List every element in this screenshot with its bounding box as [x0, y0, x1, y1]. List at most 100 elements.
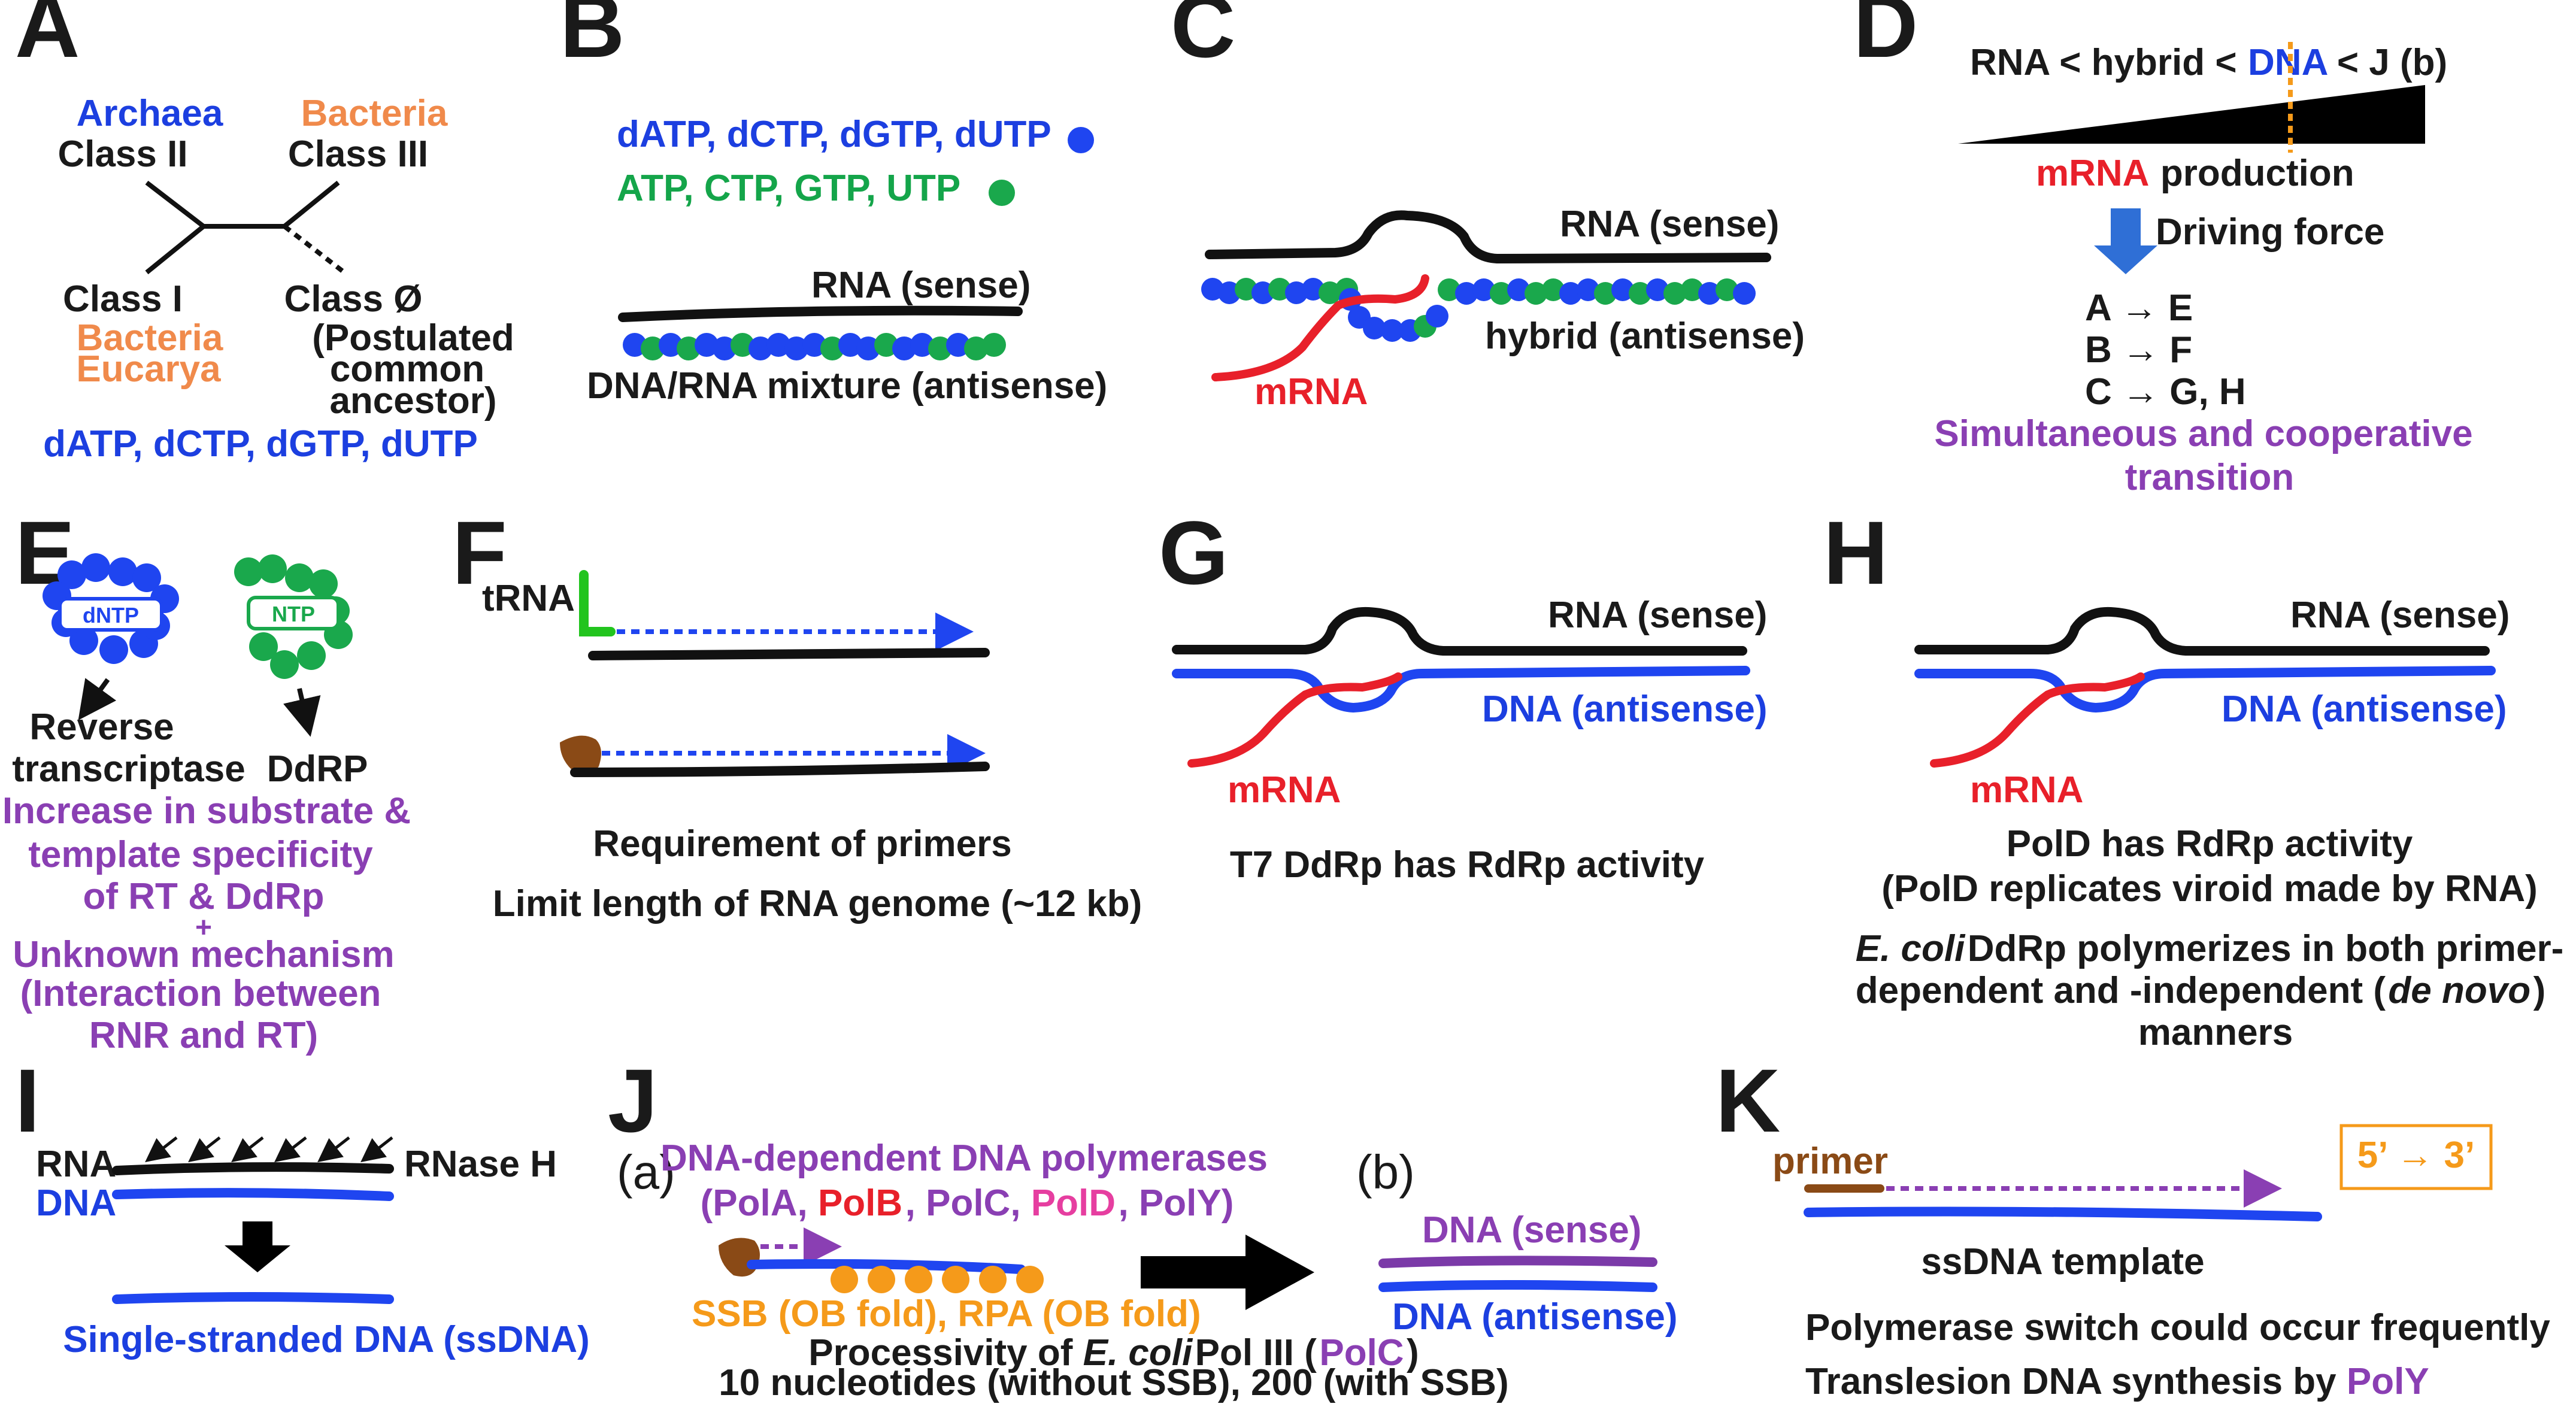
- panel-k: K primer 5’ → 3’ ssDNA template Polymera…: [1716, 1050, 2550, 1402]
- ribonucleotide-dot: [928, 336, 952, 360]
- panel-label-g: G: [1159, 502, 1229, 603]
- mixed-nucleotide-strand: [623, 333, 1006, 360]
- primer-requirement: Requirement of primers: [593, 823, 1011, 865]
- template-strand-f1: [588, 648, 990, 660]
- panel-label-c: C: [1171, 0, 1235, 76]
- e-line-6: RNR and RT): [89, 1015, 318, 1056]
- rt-line-2: transcriptase: [12, 748, 245, 790]
- ssb-protein-dot: [1016, 1266, 1044, 1293]
- panel-d: D RNA < hybrid < DNA < J (b) mRNA produc…: [1853, 0, 2473, 498]
- ntp-molecule-dot: [270, 650, 299, 679]
- rna-sense-label-c: RNA (sense): [1560, 204, 1779, 245]
- transition-3: C → G, H: [2085, 371, 2246, 413]
- panel-f: F tRNA Requirement of primers Limit leng…: [452, 502, 1142, 924]
- ribonucleotide-dot: [641, 336, 665, 360]
- e-line-plus: +: [195, 912, 212, 944]
- ntp-molecule-dot: [234, 557, 263, 586]
- dntp-molecule-dot: [132, 563, 161, 592]
- deoxynucleotide-dot: [802, 333, 826, 357]
- arrow-to-rt: [78, 678, 117, 720]
- summary-line-1: Simultaneous and cooperative: [1934, 413, 2472, 454]
- deoxynucleotide-dot: [748, 336, 772, 360]
- ssdna-template-strand: [1804, 1206, 2322, 1221]
- panel-label-a: A: [15, 0, 80, 76]
- panel-label-h: H: [1823, 502, 1888, 603]
- substrates-label-a: dATP, dCTP, dGTP, dUTP: [43, 423, 478, 465]
- rna-sense-label-g: RNA (sense): [1548, 595, 1767, 636]
- panel-label-d: D: [1853, 0, 1918, 76]
- de-novo-italic: de novo: [2388, 970, 2530, 1011]
- processivity-polc: PolC: [1319, 1332, 1404, 1374]
- mrna-label-g: mRNA: [1228, 769, 1341, 811]
- deoxynucleotide-dot: [1577, 278, 1599, 301]
- pol-list-open: (PolA,: [701, 1183, 818, 1224]
- class-ii-label: Class II: [57, 134, 187, 175]
- dntp-list: dATP, dCTP, dGTP, dUTP: [617, 114, 1051, 155]
- dntp-molecule-dot: [99, 635, 128, 664]
- mrna-label-h: mRNA: [1970, 769, 2083, 811]
- mrna-strand-h: [1930, 672, 2145, 768]
- primer-label: primer: [1772, 1141, 1888, 1182]
- primer-blob-j: [719, 1238, 760, 1277]
- ribonucleotide-dot: [964, 336, 988, 360]
- polymerase-family-title: DNA-dependent DNA polymerases: [660, 1138, 1268, 1179]
- panel-label-b: B: [560, 0, 625, 76]
- dntp-box: [58, 597, 163, 632]
- deoxynucleotide-dot: [1381, 319, 1404, 342]
- primer-dependence-a: dependent and -independent (: [1856, 970, 2386, 1011]
- ssdna-strand: [112, 1292, 394, 1304]
- ssb-proteins: [831, 1266, 1044, 1293]
- mrna-label-c: mRNA: [1254, 371, 1368, 413]
- panel-label-j: J: [608, 1050, 657, 1151]
- template-label: ssDNA template: [1921, 1241, 2204, 1282]
- trna-primer: [579, 570, 616, 636]
- ecoli-ddrp-text: DdRp polymerizes in both primer-: [1968, 928, 2564, 969]
- production-word: production: [2160, 153, 2354, 194]
- rnase-cut-arrow: [231, 1136, 264, 1163]
- switch-line: Polymerase switch could occur frequently: [1805, 1307, 2550, 1348]
- ribonucleotide-dot: [1629, 282, 1651, 305]
- deoxynucleotide-dot: [1646, 278, 1669, 301]
- hybrid-nucleotide-strand: [1201, 278, 1756, 342]
- bacteria-bottom-label: Bacteria: [77, 317, 223, 359]
- processivity-a: Processivity of: [808, 1332, 1083, 1374]
- mrna-strand-c: [1211, 274, 1429, 381]
- transition-2: B → F: [2085, 329, 2192, 371]
- primer-dependence-b: ): [2533, 970, 2546, 1011]
- driving-force-wedge: [1958, 85, 2425, 144]
- phylogenetic-tree: [145, 180, 346, 275]
- dna-antisense-label-j: DNA (antisense): [1392, 1296, 1678, 1338]
- transition-arrow-j: [1141, 1235, 1314, 1310]
- deoxynucleotide-dot: [856, 336, 880, 360]
- ssb-label: SSB (OB fold), RPA (OB fold): [692, 1293, 1201, 1335]
- e-line-3: of RT & DdRp: [83, 876, 325, 917]
- dna-sense-strand: [1378, 1256, 1657, 1268]
- panel-c: C RNA (sense) hybrid (antisense) mRNA: [1171, 0, 1805, 413]
- ribonucleotide-dot: [1490, 282, 1513, 305]
- archaea-label: Archaea: [77, 93, 223, 134]
- rnase-cut-arrow: [317, 1136, 350, 1163]
- postulated-line-3: ancestor): [329, 380, 496, 422]
- pold-label: PolD: [1031, 1183, 1116, 1224]
- panel-label-k: K: [1716, 1050, 1780, 1151]
- pold-viroid: (PolD replicates viroid made by RNA): [1881, 868, 2538, 909]
- dna-label-i: DNA: [36, 1183, 116, 1224]
- rt-line-1: Reverse: [29, 707, 174, 748]
- template-strand-f2: [570, 762, 990, 777]
- postulated-line-2: common: [330, 348, 484, 390]
- genome-length-limit: Limit length of RNA genome (~12 kb): [493, 883, 1142, 924]
- deoxynucleotide-dot: [659, 333, 683, 357]
- dntp-molecule-dot: [81, 553, 110, 582]
- processivity-c: ): [1407, 1332, 1419, 1374]
- dna-antisense-label-g: DNA (antisense): [1482, 689, 1768, 730]
- driving-force-label: Driving force: [2156, 211, 2384, 253]
- mrna-production-label: mRNA production: [2036, 153, 2354, 194]
- poly-label-k: PolY: [2347, 1361, 2429, 1402]
- panel-e: E dNTP NTP Reverse transcriptase DdRP In…: [2, 502, 411, 1056]
- deoxynucleotide-dot: [838, 333, 862, 357]
- ntp-list: ATP, CTP, GTP, UTP: [617, 168, 960, 209]
- ntp-molecule-dot: [309, 569, 338, 598]
- deoxynucleotide-dot: [1611, 278, 1634, 301]
- e-line-1: Increase in substrate &: [2, 790, 411, 832]
- ecoli-italic-j: E. coli: [1083, 1332, 1193, 1374]
